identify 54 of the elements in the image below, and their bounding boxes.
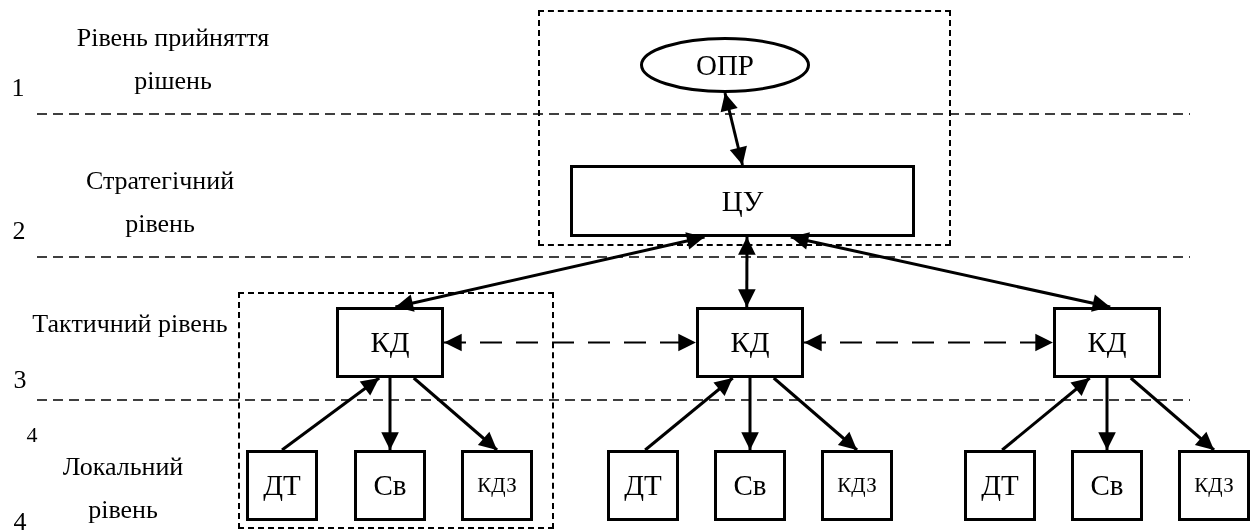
arrow bbox=[1001, 376, 1091, 452]
level-number: Локальний рівень bbox=[61, 451, 185, 526]
level-number: 3 bbox=[12, 364, 28, 396]
process-box bbox=[607, 450, 679, 521]
arrow bbox=[443, 333, 697, 352]
process-box bbox=[696, 307, 804, 378]
level-number: 4 bbox=[12, 506, 28, 531]
node-label: Св bbox=[373, 471, 407, 500]
node-label: ДТ bbox=[981, 471, 1019, 500]
group-frame bbox=[238, 292, 554, 529]
arrow bbox=[720, 92, 747, 166]
ellipse-node bbox=[640, 37, 810, 93]
node-label: КДЗ bbox=[837, 475, 877, 496]
process-box bbox=[570, 165, 915, 237]
process-box bbox=[336, 307, 444, 378]
arrow bbox=[803, 333, 1054, 352]
arrow bbox=[644, 376, 734, 452]
arrow bbox=[772, 376, 858, 452]
process-box bbox=[354, 450, 426, 521]
arrow bbox=[412, 376, 498, 452]
node-label: КД bbox=[1087, 328, 1127, 357]
process-box bbox=[821, 450, 893, 521]
arrow bbox=[1129, 376, 1215, 452]
process-box bbox=[1071, 450, 1143, 521]
process-box bbox=[461, 450, 533, 521]
node-label: Св bbox=[1090, 471, 1124, 500]
arrow bbox=[790, 232, 1111, 312]
arrow bbox=[1098, 378, 1116, 450]
node-label: КД bbox=[370, 328, 410, 357]
level-label: Стратегічний рівень bbox=[84, 165, 236, 240]
process-box bbox=[964, 450, 1036, 521]
node-label: КДЗ bbox=[1194, 475, 1234, 496]
process-box bbox=[1053, 307, 1161, 378]
node-label: КДЗ bbox=[477, 475, 517, 496]
node-label: ДТ bbox=[263, 471, 301, 500]
node-label: КД bbox=[730, 328, 770, 357]
process-box bbox=[1178, 450, 1250, 521]
level-number: 2 bbox=[11, 215, 27, 247]
arrow bbox=[738, 237, 756, 307]
level-number: 1 bbox=[10, 72, 26, 104]
node-label: ЦУ bbox=[721, 186, 764, 216]
arrow bbox=[381, 378, 399, 450]
arrow bbox=[395, 232, 705, 312]
level-label: Тактичний рівень bbox=[31, 308, 229, 340]
node-label: ДТ bbox=[624, 471, 662, 500]
level-number: 4 bbox=[25, 421, 39, 449]
arrow bbox=[281, 376, 381, 452]
group-frame bbox=[538, 10, 951, 246]
arrow bbox=[741, 378, 759, 450]
level-label: Рівень прийняття рішень bbox=[75, 22, 271, 97]
node-label: Св bbox=[733, 471, 767, 500]
node-label: ОПР bbox=[696, 50, 754, 80]
process-box bbox=[714, 450, 786, 521]
process-box bbox=[246, 450, 318, 521]
